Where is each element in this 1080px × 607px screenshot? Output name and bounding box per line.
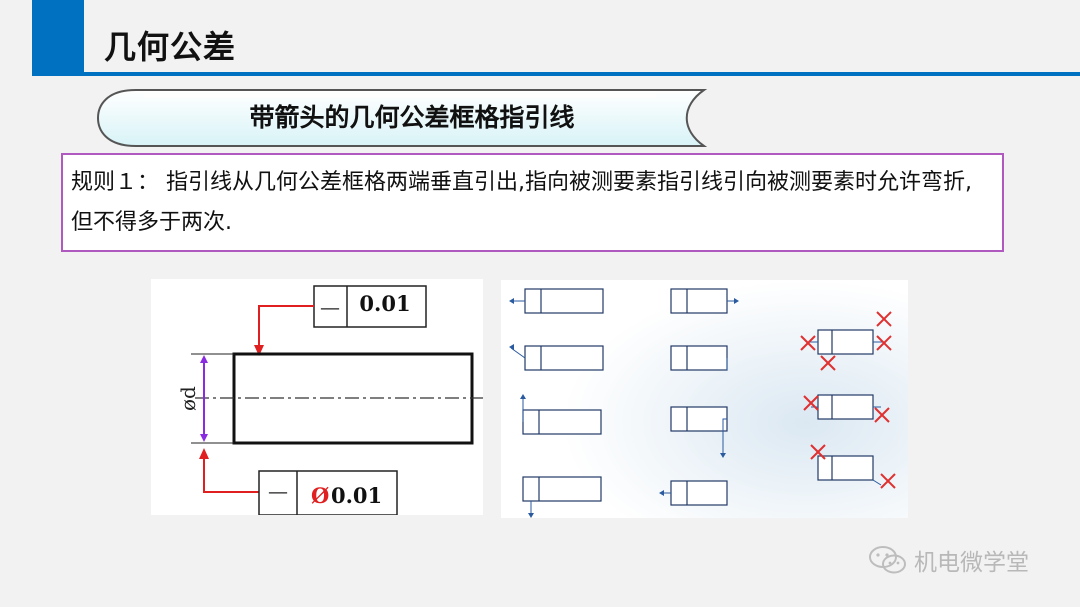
bottom-frame-value: 0.01	[331, 483, 382, 508]
frame-example	[817, 455, 874, 481]
top-leader-line	[258, 305, 314, 349]
frame-example	[817, 329, 874, 355]
banner-shape	[96, 89, 708, 147]
figure-left-drawing: — 0.01 ød — Ø 0.01	[176, 285, 483, 516]
bottom-tolerance-frame	[258, 470, 398, 516]
header-rule-line	[32, 72, 1080, 76]
top-frame-symbol: —	[320, 295, 340, 319]
top-leader-arrow	[254, 345, 264, 356]
bottom-frame-symbol: —	[268, 479, 288, 503]
frame-example	[522, 409, 602, 435]
frame-example	[524, 288, 604, 314]
frame-example	[670, 480, 728, 506]
frame-example	[817, 394, 874, 420]
header-accent-block	[32, 0, 84, 74]
bottom-leader-arrow	[199, 448, 209, 459]
dimension-label: ød	[176, 386, 200, 411]
watermark-text: 机电微学堂	[914, 550, 1029, 576]
frame-example	[522, 476, 602, 502]
bottom-leader-line	[203, 455, 259, 493]
frame-example	[670, 288, 728, 314]
figure-left: — 0.01 ød — Ø 0.01	[151, 279, 483, 516]
frame-example	[670, 406, 728, 432]
page-title: 几何公差	[104, 28, 237, 66]
figure-right	[501, 280, 908, 518]
wechat-icon	[869, 546, 906, 574]
bottom-frame-prefix: Ø	[311, 483, 329, 508]
top-frame-value: 0.01	[359, 291, 410, 316]
rule-text: 规则１： 指引线从几何公差框格两端垂直引出,指向被测要素指引线引向被测要素时允许…	[71, 170, 972, 235]
rule-text-box: 规则１： 指引线从几何公差框格两端垂直引出,指向被测要素指引线引向被测要素时允许…	[61, 153, 1004, 252]
frame-example	[670, 345, 728, 371]
banner-title: 带箭头的几何公差框格指引线	[249, 103, 575, 132]
top-tolerance-frame	[313, 285, 427, 328]
frame-example	[524, 345, 604, 371]
figure-right-drawing	[501, 280, 908, 518]
watermark: 机电微学堂	[868, 542, 1029, 578]
